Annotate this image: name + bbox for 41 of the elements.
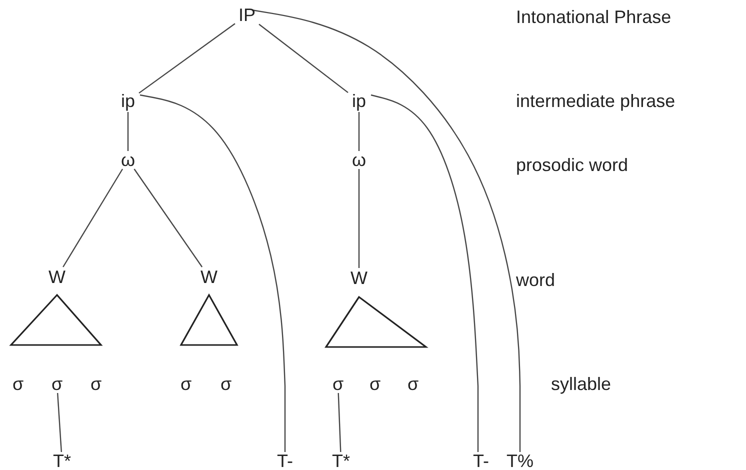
level-label: syllable [551,375,612,393]
tree-node-label: σ [367,375,383,393]
tree-node-label: σ [330,375,346,393]
tree-node-label: T- [469,452,493,470]
tree-node-label: W [347,268,371,288]
tree-branch-line [338,392,342,452]
tree-node-label: σ [405,375,421,393]
tree-branch-line [134,168,203,268]
tree-branch-line [258,24,348,94]
triangle-shape [11,294,101,346]
level-label: word [516,271,556,289]
tree-branch-line [358,169,360,268]
tree-node-label: σ [49,375,65,393]
triangle-shape [326,296,426,348]
tree-node-label: T% [505,452,535,470]
tree-node-label: σ [218,375,234,393]
tree-node-label: W [197,267,221,287]
tree-node-label: ω [350,151,368,169]
association-arc [370,94,479,452]
tree-node-label: ω [119,151,137,169]
tree-node-label: ip [348,90,370,112]
tree-branch-line [358,112,360,151]
tree-node-label: σ [10,375,26,393]
tree-branch-line [138,23,236,94]
tree-branch-line [56,392,62,452]
tree-node-label: T- [273,452,297,470]
tree-node-label: σ [178,375,194,393]
triangle-shape [181,294,237,346]
tree-node-label: ip [117,90,139,112]
tree-node-label: IP [235,5,259,25]
association-arc [140,94,286,452]
tree-node-label: σ [88,375,104,393]
tree-node-label: T* [49,452,75,470]
level-label: prosodic word [516,156,628,174]
tree-branch-line [127,112,129,151]
tree-node-label: T* [328,452,354,470]
association-arc [252,9,521,452]
tree-branch-line [62,168,124,268]
level-label: Intonational Phrase [516,8,672,26]
level-label: intermediate phrase [516,92,676,110]
tree-node-label: W [45,267,69,287]
